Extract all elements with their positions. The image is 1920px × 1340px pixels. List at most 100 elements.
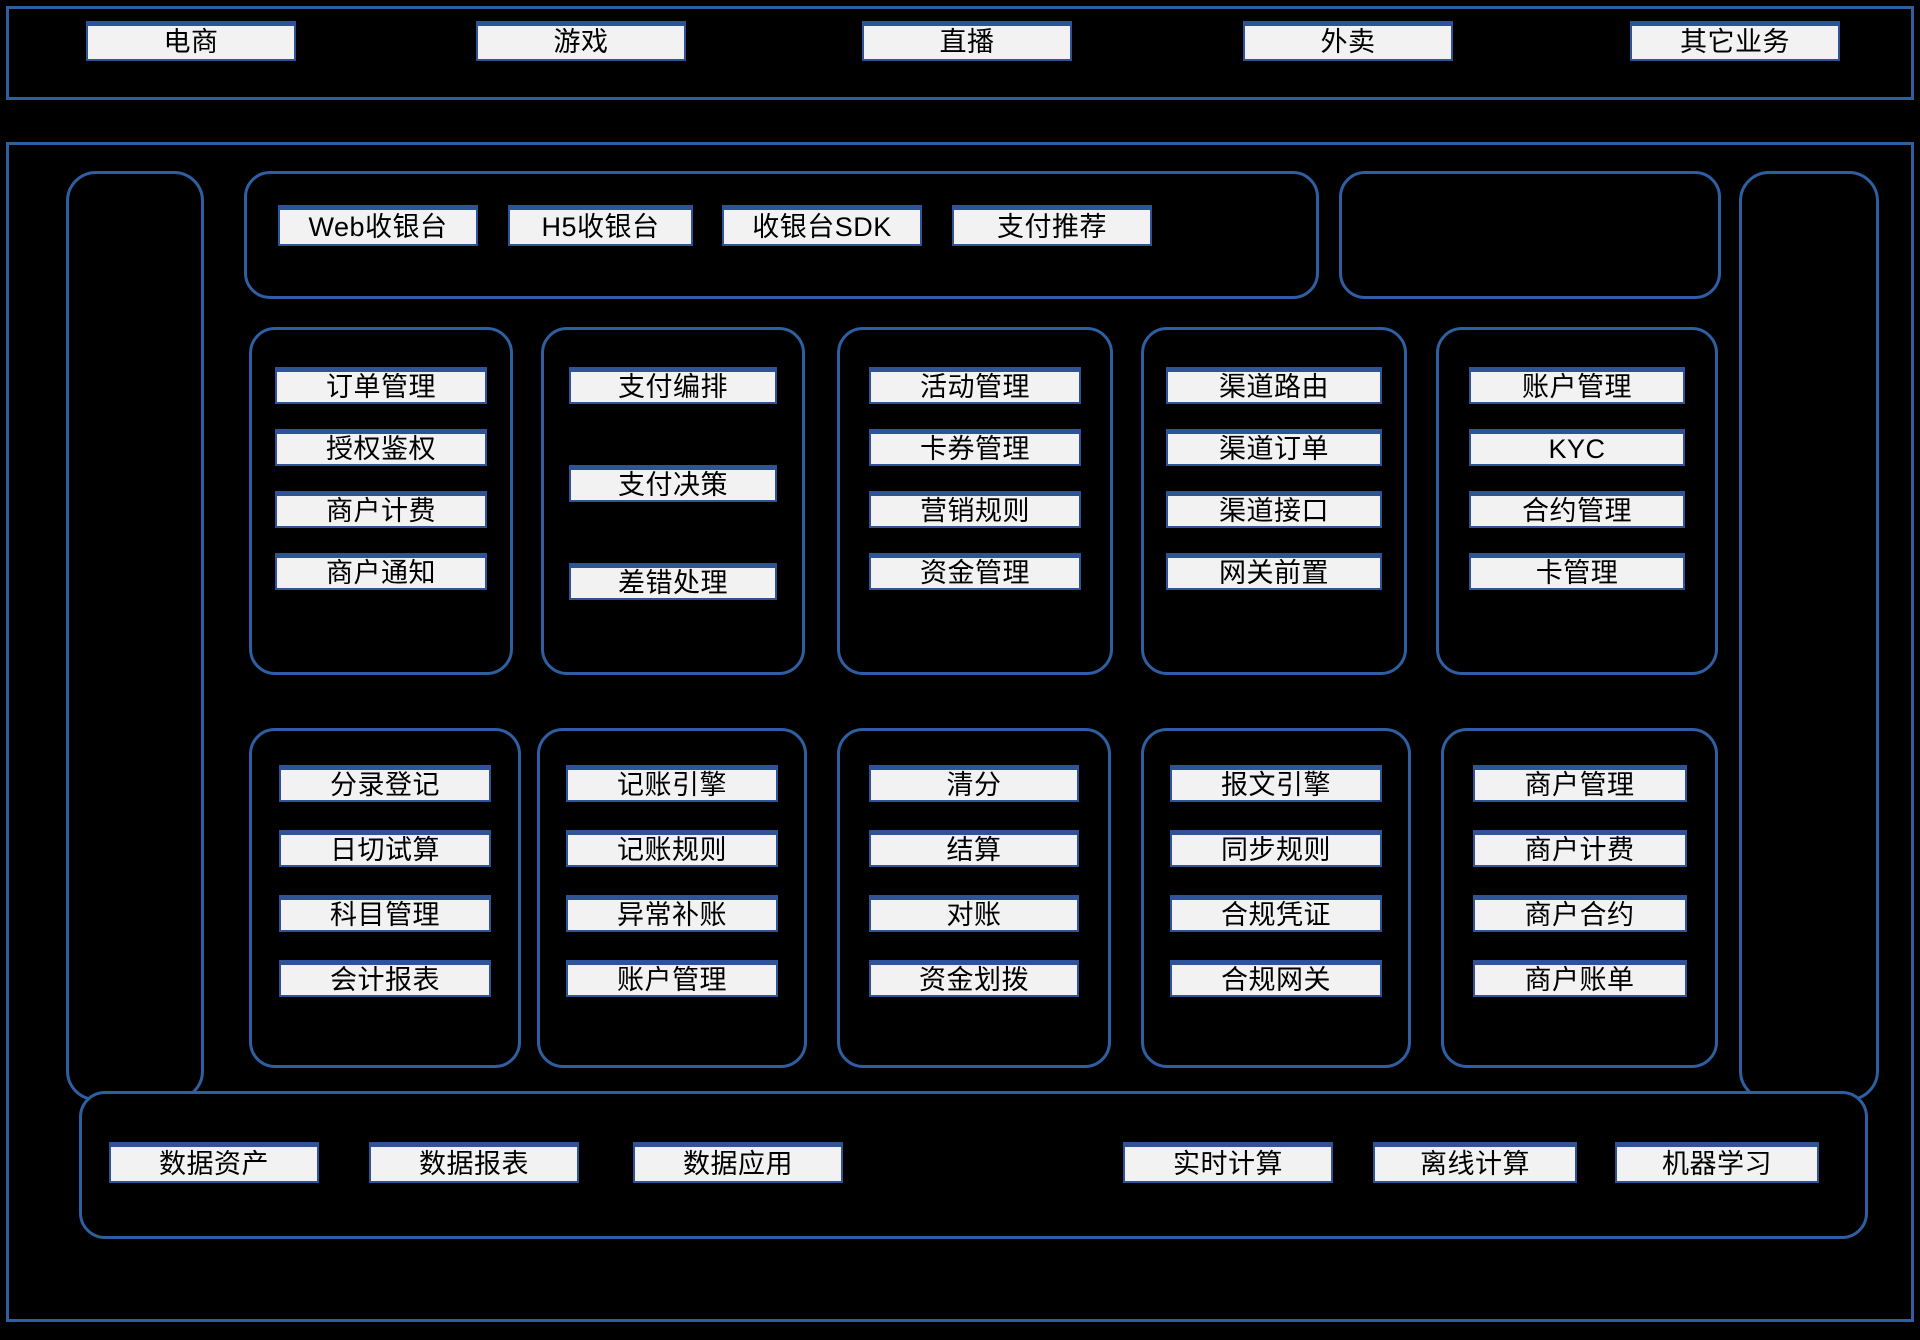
module-chip-label: 清分 — [946, 769, 1002, 800]
module-chip[interactable]: 商户管理 — [1472, 765, 1687, 802]
module-chip-label: KYC — [1548, 433, 1606, 464]
business-chip-label: 电商 — [163, 27, 219, 57]
module-chip[interactable]: 合约管理 — [1469, 491, 1685, 528]
checkout-chip-0[interactable]: Web收银台 — [278, 205, 478, 246]
module-chip-label: 资金划拨 — [919, 964, 1029, 995]
data-chip-label: 数据资产 — [159, 1148, 269, 1179]
module-chip[interactable]: 营销规则 — [869, 491, 1081, 528]
data-chip-0[interactable]: 数据资产 — [109, 1142, 319, 1183]
data-chip-label: 离线计算 — [1420, 1148, 1530, 1179]
module-chip[interactable]: 商户通知 — [275, 553, 487, 590]
module-chip-label: 会计报表 — [330, 964, 440, 995]
module-chip-label: 记账规则 — [617, 834, 727, 865]
data-chip-1[interactable]: 数据报表 — [369, 1142, 579, 1183]
business-chip-3[interactable]: 外卖 — [1243, 21, 1453, 61]
checkout-side-panel — [1339, 171, 1721, 299]
module-chip[interactable]: 科目管理 — [279, 895, 491, 932]
module-chip[interactable]: 清分 — [869, 765, 1079, 802]
module-chip[interactable]: 支付编排 — [569, 367, 777, 404]
accounting-column-panel: 分录登记 日切试算 科目管理 会计报表 — [249, 728, 521, 1068]
marketing-column-panel: 活动管理 卡券管理 营销规则 资金管理 — [837, 327, 1113, 675]
module-chip[interactable]: 结算 — [869, 830, 1079, 867]
module-chip[interactable]: 订单管理 — [275, 367, 487, 404]
module-chip[interactable]: 资金划拨 — [869, 960, 1079, 997]
module-chip[interactable]: 记账规则 — [566, 830, 778, 867]
module-chip-label: 商户通知 — [326, 557, 436, 588]
data-chip-3[interactable]: 实时计算 — [1123, 1142, 1333, 1183]
module-chip[interactable]: 商户账单 — [1472, 960, 1687, 997]
data-chip-4[interactable]: 离线计算 — [1373, 1142, 1577, 1183]
right-side-panel — [1739, 171, 1879, 1101]
module-chip[interactable]: 资金管理 — [869, 553, 1081, 590]
module-chip-label: 结算 — [946, 834, 1002, 865]
module-chip[interactable]: 记账引擎 — [566, 765, 778, 802]
module-chip[interactable]: 合规凭证 — [1170, 895, 1382, 932]
business-chip-0[interactable]: 电商 — [86, 21, 296, 61]
channel-column-panel: 渠道路由 渠道订单 渠道接口 网关前置 — [1141, 327, 1407, 675]
module-chip[interactable]: 异常补账 — [566, 895, 778, 932]
module-chip[interactable]: KYC — [1469, 429, 1685, 466]
module-chip-label: 合规凭证 — [1221, 899, 1331, 930]
module-chip[interactable]: 报文引擎 — [1170, 765, 1382, 802]
module-chip[interactable]: 授权鉴权 — [275, 429, 487, 466]
data-layer-panel: 数据资产 数据报表 数据应用 实时计算 离线计算 机器学习 — [79, 1091, 1868, 1239]
module-chip[interactable]: 差错处理 — [569, 563, 777, 600]
business-chip-2[interactable]: 直播 — [862, 21, 1072, 61]
module-chip-label: 支付编排 — [618, 371, 728, 402]
merchant-column-panel: 商户管理 商户计费 商户合约 商户账单 — [1441, 728, 1718, 1068]
module-chip-label: 支付决策 — [618, 469, 728, 500]
checkout-chip-label: Web收银台 — [308, 211, 448, 242]
module-chip-label: 商户计费 — [1524, 834, 1635, 865]
data-chip-2[interactable]: 数据应用 — [633, 1142, 843, 1183]
module-chip-label: 网关前置 — [1219, 557, 1329, 588]
module-chip[interactable]: 商户计费 — [275, 491, 487, 528]
module-chip-label: 商户账单 — [1524, 964, 1635, 995]
checkout-chip-1[interactable]: H5收银台 — [508, 205, 693, 246]
module-chip-label: 差错处理 — [618, 567, 728, 598]
compliance-column-panel: 报文引擎 同步规则 合规凭证 合规网关 — [1141, 728, 1411, 1068]
business-chip-4[interactable]: 其它业务 — [1630, 21, 1840, 61]
order-column-panel: 订单管理 授权鉴权 商户计费 商户通知 — [249, 327, 513, 675]
module-chip[interactable]: 网关前置 — [1166, 553, 1382, 590]
module-chip[interactable]: 账户管理 — [1469, 367, 1685, 404]
module-chip-label: 营销规则 — [920, 495, 1030, 526]
module-chip[interactable]: 日切试算 — [279, 830, 491, 867]
data-chip-5[interactable]: 机器学习 — [1615, 1142, 1819, 1183]
module-chip[interactable]: 卡券管理 — [869, 429, 1081, 466]
checkout-chip-2[interactable]: 收银台SDK — [722, 205, 922, 246]
module-chip[interactable]: 合规网关 — [1170, 960, 1382, 997]
module-chip[interactable]: 渠道接口 — [1166, 491, 1382, 528]
module-chip[interactable]: 对账 — [869, 895, 1079, 932]
module-chip[interactable]: 分录登记 — [279, 765, 491, 802]
checkout-chip-label: 收银台SDK — [752, 211, 892, 242]
module-chip-label: 商户合约 — [1524, 899, 1635, 930]
module-chip-label: 授权鉴权 — [326, 433, 436, 464]
module-chip[interactable]: 支付决策 — [569, 465, 777, 502]
module-chip[interactable]: 商户合约 — [1472, 895, 1687, 932]
module-chip[interactable]: 同步规则 — [1170, 830, 1382, 867]
payment-column-panel: 支付编排 支付决策 差错处理 — [541, 327, 805, 675]
module-chip[interactable]: 账户管理 — [566, 960, 778, 997]
module-chip[interactable]: 渠道路由 — [1166, 367, 1382, 404]
module-chip[interactable]: 会计报表 — [279, 960, 491, 997]
module-chip[interactable]: 渠道订单 — [1166, 429, 1382, 466]
module-chip-label: 合约管理 — [1522, 495, 1632, 526]
checkout-panel: Web收银台 H5收银台 收银台SDK 支付推荐 — [244, 171, 1319, 299]
module-chip[interactable]: 活动管理 — [869, 367, 1081, 404]
module-chip[interactable]: 商户计费 — [1472, 830, 1687, 867]
module-chip-label: 账户管理 — [1522, 371, 1632, 402]
module-chip-label: 报文引擎 — [1221, 769, 1331, 800]
module-chip-label: 对账 — [946, 899, 1002, 930]
data-chip-label: 数据应用 — [683, 1148, 793, 1179]
module-chip-label: 科目管理 — [330, 899, 440, 930]
module-chip-label: 日切试算 — [330, 834, 440, 865]
checkout-chip-3[interactable]: 支付推荐 — [952, 205, 1152, 246]
module-chip-label: 订单管理 — [326, 371, 436, 402]
module-chip-label: 分录登记 — [330, 769, 440, 800]
module-chip-label: 渠道订单 — [1219, 433, 1329, 464]
business-chip-1[interactable]: 游戏 — [476, 21, 686, 61]
module-chip-label: 商户计费 — [326, 495, 436, 526]
module-chip[interactable]: 卡管理 — [1469, 553, 1685, 590]
business-chip-label: 外卖 — [1320, 27, 1376, 57]
platform-frame: Web收银台 H5收银台 收银台SDK 支付推荐 订单管理 授权鉴权 商户计费 … — [6, 142, 1914, 1322]
